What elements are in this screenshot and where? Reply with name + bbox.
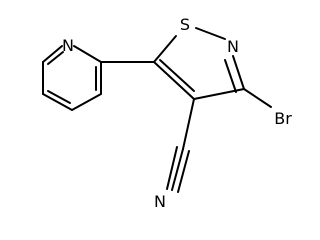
bond-n-c3-double bbox=[224, 59, 237, 93]
isothiazole-ring bbox=[153, 27, 245, 100]
nitrile-group bbox=[166, 98, 195, 193]
bond-pyr-double-inner-2 bbox=[47, 90, 71, 104]
atom-pyridine-nitrogen: N bbox=[62, 36, 74, 55]
bond-pyr-c4-c5 bbox=[42, 93, 73, 111]
bond-pyr-c3-c4 bbox=[71, 93, 102, 111]
bond-pyr-double-inner-3 bbox=[47, 51, 64, 65]
bond-c3-c4 bbox=[193, 88, 245, 100]
bond-c5-s bbox=[153, 35, 177, 63]
bond-cn-triple-1 bbox=[171, 148, 184, 191]
pyridine-ring bbox=[42, 45, 102, 111]
structure-canvas: N S N Br N bbox=[42, 15, 292, 211]
bond-pyr-n-c2 bbox=[73, 45, 102, 63]
molecule-drawing: N S N Br N bbox=[42, 15, 292, 211]
bond-c4-c5 bbox=[153, 61, 195, 100]
bond-c4-cn bbox=[182, 98, 195, 150]
bond-cn-triple-3 bbox=[177, 150, 190, 193]
bond-s-n bbox=[195, 27, 226, 40]
atom-bromine: Br bbox=[274, 109, 292, 128]
bond-pyr-c6-n bbox=[42, 45, 63, 63]
bond-cn-triple-2 bbox=[166, 146, 178, 190]
bond-n-c3 bbox=[232, 55, 245, 90]
atom-ring-nitrogen: N bbox=[227, 37, 239, 56]
atom-nitrile-nitrogen: N bbox=[154, 192, 166, 211]
bond-c3-br bbox=[243, 88, 272, 108]
bond-c4-c5-double bbox=[159, 59, 195, 92]
atom-sulfur: S bbox=[180, 15, 190, 34]
